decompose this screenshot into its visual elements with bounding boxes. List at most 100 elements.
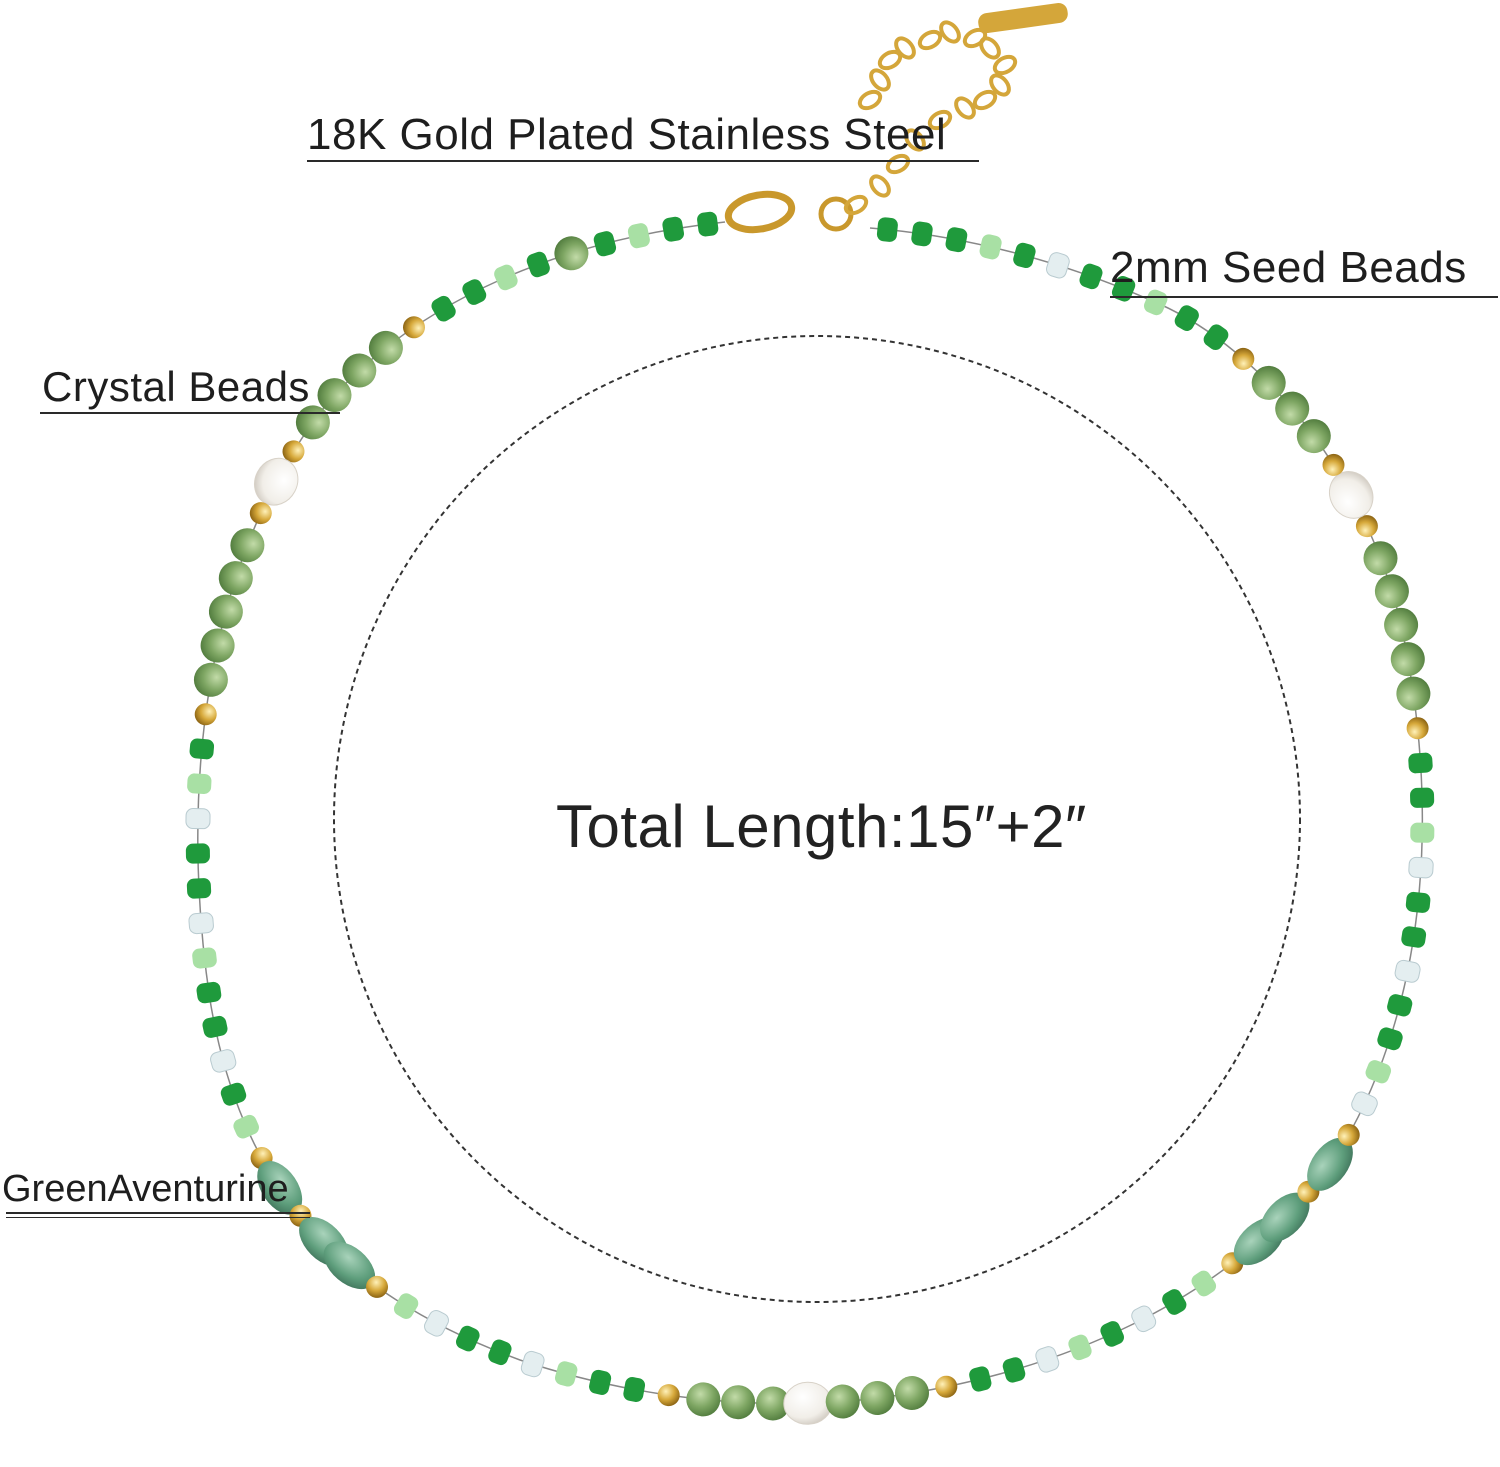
seed-bead (1203, 324, 1229, 351)
seed-bead (1013, 242, 1036, 269)
seed-bead (876, 217, 898, 242)
aventurine-chip (323, 1241, 376, 1290)
seed-bead (1162, 1289, 1187, 1315)
crystal-bead (193, 662, 228, 697)
crystal-bead (218, 561, 253, 596)
seed-bead (1410, 787, 1435, 808)
seed-bead (186, 878, 212, 899)
chain-link (979, 36, 1001, 60)
light-seed-bead (1365, 1060, 1392, 1084)
crystal-beads-callout-line (40, 412, 340, 414)
crystal-bead (200, 628, 235, 663)
light-seed-bead (555, 1361, 578, 1387)
clear-seed-bead (520, 1350, 545, 1378)
chain-link (927, 109, 953, 131)
crystal-bead (368, 330, 403, 365)
seed-bead (202, 1015, 228, 1038)
light-seed-bead (1068, 1334, 1092, 1361)
chain-link (885, 153, 911, 175)
seed-bead (1377, 1027, 1403, 1051)
crystal-bead (756, 1386, 790, 1421)
seed-bead (1408, 752, 1433, 774)
chain-link (894, 36, 916, 60)
chain-link (877, 49, 903, 71)
crystal-bead (825, 1384, 860, 1419)
aventurine-chip (1307, 1137, 1353, 1191)
seed-bead (462, 279, 487, 305)
chain-link (939, 20, 961, 44)
clasp-and-chain (724, 2, 1068, 234)
size-guide-circle (333, 335, 1301, 1303)
gold-bead (935, 1375, 958, 1398)
gold-bead (282, 440, 305, 463)
light-seed-bead (187, 773, 212, 794)
gold-bead (1337, 1123, 1360, 1146)
seed-bead (185, 843, 210, 864)
seed-bead (431, 295, 456, 322)
light-seed-bead (494, 264, 518, 291)
light-seed-bead (979, 234, 1002, 260)
seed-bead (196, 981, 222, 1004)
bead-layer (185, 211, 1435, 1425)
gold-bead (366, 1275, 388, 1298)
chain-link (972, 89, 998, 111)
clear-seed-bead (1046, 252, 1070, 279)
seed-bead (697, 211, 719, 237)
extender-chain (843, 20, 1018, 216)
crystal-bead (1390, 642, 1425, 677)
seed-bead (1100, 1321, 1124, 1347)
light-seed-bead (233, 1114, 259, 1139)
green-aventurine-callout-underline (6, 1217, 310, 1218)
seed-bead (623, 1377, 646, 1402)
clear-seed-bead (1394, 959, 1421, 983)
seed-bead (911, 221, 933, 247)
gold-bead (194, 703, 217, 726)
aventurine-chip (1260, 1192, 1310, 1243)
crystal-bead (1296, 419, 1331, 454)
stainless-steel-callout-line (307, 160, 979, 162)
crystal-bead (208, 594, 243, 629)
green-aventurine-callout-line (6, 1212, 310, 1214)
gold-bead (1355, 515, 1378, 538)
chain-link (954, 96, 976, 120)
seed-bead (189, 738, 215, 760)
crystal-bead (895, 1376, 929, 1410)
light-seed-bead (1410, 822, 1435, 843)
crystal-beads-label: Crystal Beads (42, 363, 310, 410)
crystal-bead (1384, 607, 1419, 642)
gold-bead (1232, 347, 1255, 370)
seed-beads-callout-line (1110, 296, 1498, 298)
seed-bead (526, 251, 550, 278)
seed-bead (1079, 263, 1103, 290)
aventurine-chip (257, 1160, 303, 1215)
seed-bead (945, 227, 968, 253)
light-seed-bead (192, 947, 217, 969)
crystal-bead (1275, 391, 1310, 426)
crystal-bead (721, 1385, 756, 1420)
steel-tag (978, 2, 1068, 34)
gold-bead (403, 316, 425, 339)
chain-link (989, 73, 1011, 97)
chain-link (917, 29, 943, 51)
clear-seed-bead (1131, 1305, 1157, 1333)
clear-seed-bead (1035, 1346, 1060, 1373)
seed-bead (1174, 305, 1199, 331)
seed-bead (1387, 994, 1413, 1017)
seed-bead (1111, 276, 1136, 302)
seed-bead (456, 1325, 480, 1352)
seed-bead (220, 1082, 247, 1106)
total-length-label: Total Length:15″+2″ (556, 793, 1087, 860)
clear-seed-bead (185, 808, 211, 830)
crystal-bead (860, 1381, 895, 1415)
seed-bead (1405, 891, 1431, 913)
seed-bead (593, 231, 617, 257)
crystal-bead (230, 528, 265, 563)
gold-bead (657, 1384, 680, 1407)
clear-seed-bead (1408, 856, 1434, 879)
crystal-bead (1396, 676, 1431, 711)
crystal-bead (554, 236, 589, 271)
seed-bead (1002, 1357, 1026, 1383)
crystal-bead (1374, 574, 1409, 609)
stainless-steel-label: 18K Gold Plated Stainless Steel (307, 110, 947, 159)
